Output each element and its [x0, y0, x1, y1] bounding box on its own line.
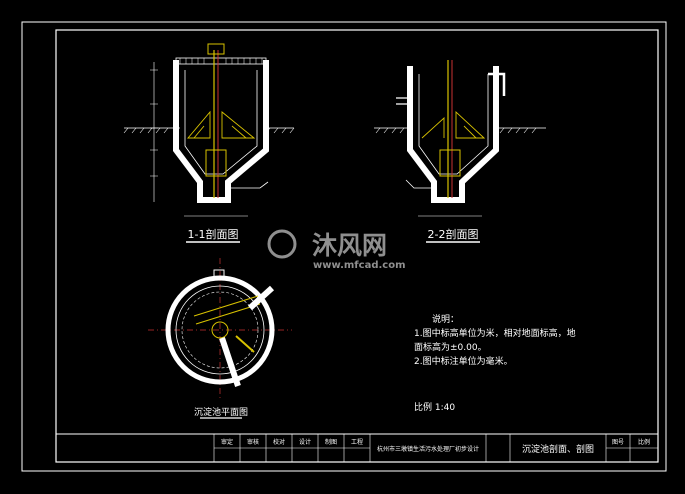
center-well [205, 149, 227, 177]
drive-unit [207, 43, 225, 55]
inlet-pipe [396, 97, 410, 105]
tb-cell-7: 比例 [638, 438, 650, 446]
tank-wall-outer [173, 60, 269, 203]
scraper-arm-right-2 [455, 110, 486, 139]
scraper-arm-right [221, 111, 256, 139]
notes-block: 说明： 1.图中标高单位为米，相对地面标高，地 面标高为±0.00。 2.图中标… [414, 313, 576, 367]
tb-cell-2: 校对 [273, 438, 285, 446]
walkway-hatch [179, 58, 263, 64]
ground-hatch-2 [375, 127, 537, 134]
tb-cell-3: 设计 [299, 438, 311, 446]
sludge-pipe [228, 181, 269, 189]
watermark-logo-icon [267, 229, 297, 259]
plan-sludge-pipe [219, 337, 241, 387]
tb-cell-4: 制图 [325, 438, 337, 446]
project-name: 杭州市三墩镇生活污水处理厂初步设计 [377, 445, 479, 453]
plan-title: 沉淀池平面图 [194, 406, 248, 418]
notes-heading: 说明： [432, 313, 459, 325]
watermark-brand: 沐风网 [312, 231, 387, 260]
plan-view: 沉淀池平面图 [148, 258, 292, 419]
plan-inlet-box [213, 269, 225, 279]
level-marks [150, 62, 158, 202]
plan-feed-pipe [235, 335, 255, 353]
notes-line-3: 2.图中标注单位为毫米。 [414, 355, 513, 367]
plan-inner-wall [175, 285, 265, 375]
scraper-arm-left [187, 110, 211, 139]
section-2-2: 2-2剖面图 [374, 60, 546, 243]
tank-wall-outer-2 [407, 66, 499, 203]
section-2-title: 2-2剖面图 [428, 227, 479, 241]
plan-outlet-pipe [247, 285, 275, 311]
watermark-url: www.mfcad.com [313, 260, 406, 271]
center-well-2 [439, 149, 461, 177]
scraper-arm-left-2 [421, 116, 445, 139]
tb-cell-1: 审核 [247, 438, 259, 446]
tb-verticals [213, 434, 631, 462]
drain-pipe-2 [405, 179, 434, 189]
inner-frame [55, 29, 659, 463]
section-1-1: 1-1剖面图 [123, 43, 295, 243]
outer-frame [21, 21, 667, 472]
tb-cell-0: 审定 [221, 438, 233, 446]
notes-line-1: 1.图中标高单位为米，相对地面标高，地 [414, 327, 576, 339]
notes-line-2: 面标高为±0.00。 [414, 341, 487, 353]
scale-label: 比例 1:40 [414, 401, 455, 413]
plan-bridge [193, 295, 261, 325]
drawing-title: 沉淀池剖面、剖图 [522, 443, 594, 455]
watermark: 沐风网 www.mfcad.com [267, 229, 406, 271]
section-1-title: 1-1剖面图 [188, 227, 239, 241]
plan-weir [181, 291, 259, 369]
title-block: 审定 审核 校对 设计 制图 工程 图号 比例 杭州市三墩镇生活污水处理厂初步设… [56, 433, 658, 462]
plan-center [211, 321, 229, 339]
outlet-pipe [488, 72, 506, 96]
top-walkway [175, 57, 267, 65]
tb-cell-6: 图号 [612, 439, 624, 446]
tb-cell-5: 工程 [351, 438, 363, 446]
